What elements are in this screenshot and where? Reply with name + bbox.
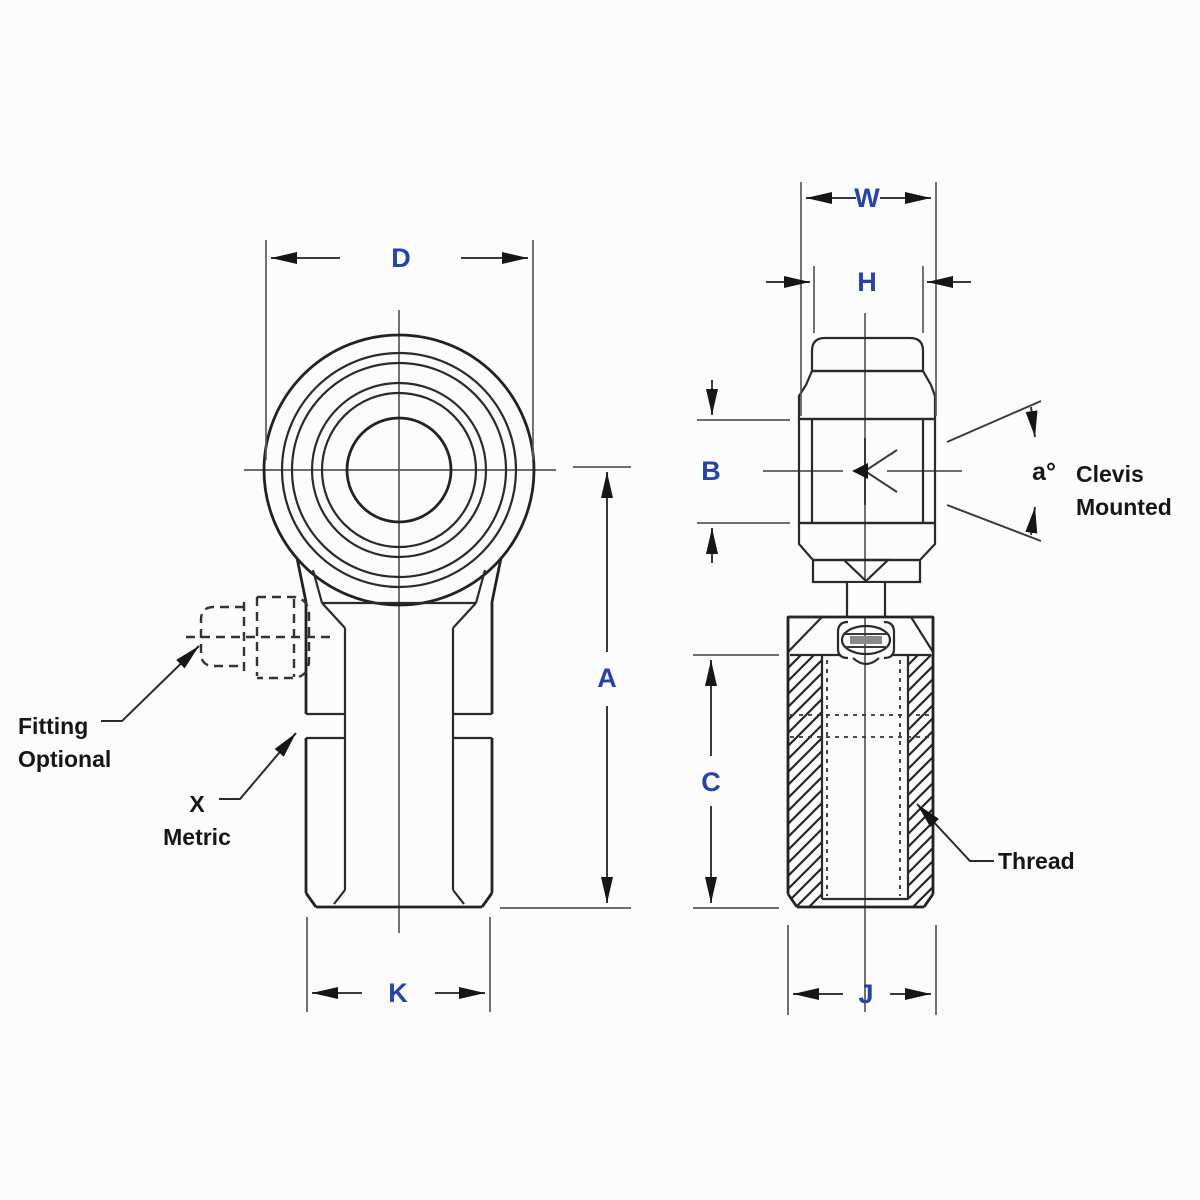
clevis-mounted-label-line2: Mounted (1076, 494, 1172, 520)
metric-label: Metric (163, 824, 231, 850)
race-seat-band (811, 558, 922, 584)
dim-label-D: D (391, 243, 411, 273)
shank-outline (295, 557, 503, 909)
grease-fitting-boss (836, 620, 896, 666)
shank-section-walls (786, 617, 935, 909)
grease-fitting-dashed (186, 595, 332, 680)
thread-hidden-lines (790, 660, 931, 896)
dim-label-W: W (854, 183, 880, 213)
thread-callout: Thread (916, 803, 1075, 874)
front-view: D A K Fitting Optional X Metric (18, 240, 631, 1012)
neck (845, 582, 887, 617)
front-view-centerlines (244, 310, 556, 933)
dim-label-K: K (388, 978, 408, 1008)
ball-dome-hatched (810, 336, 925, 373)
dim-H: H (766, 266, 971, 333)
eye-circles (262, 333, 536, 607)
angle-label: a° (1032, 458, 1056, 486)
section-view: W H B C (693, 182, 1172, 1015)
housing-bottom-band (797, 521, 937, 562)
fitting-optional-label-line2: Optional (18, 746, 111, 772)
dim-D: D (265, 240, 534, 460)
metric-groove (306, 712, 492, 740)
dim-J: J (787, 925, 937, 1015)
x-metric-callout: X Metric (163, 732, 297, 850)
section-view-centerlines (763, 313, 962, 1012)
dim-label-B: B (701, 456, 721, 486)
clevis-mounted-label-line1: Clevis (1076, 461, 1144, 487)
fitting-optional-label-line1: Fitting (18, 713, 88, 739)
dim-label-A: A (597, 663, 617, 693)
dim-label-H: H (857, 267, 877, 297)
dim-W: W (800, 182, 937, 416)
angle-callout: a° Clevis Mounted (946, 400, 1172, 542)
thread-label: Thread (998, 848, 1075, 874)
dim-label-C: C (701, 767, 721, 797)
x-label: X (189, 791, 205, 817)
dim-B: B (697, 380, 790, 563)
dim-label-J: J (858, 979, 873, 1009)
housing-top-band (797, 369, 937, 421)
fitting-optional-callout: Fitting Optional (18, 645, 200, 772)
dim-A: A (500, 466, 631, 909)
dim-C: C (693, 654, 779, 909)
dim-K: K (306, 917, 491, 1012)
ball-center-mark (852, 438, 898, 505)
